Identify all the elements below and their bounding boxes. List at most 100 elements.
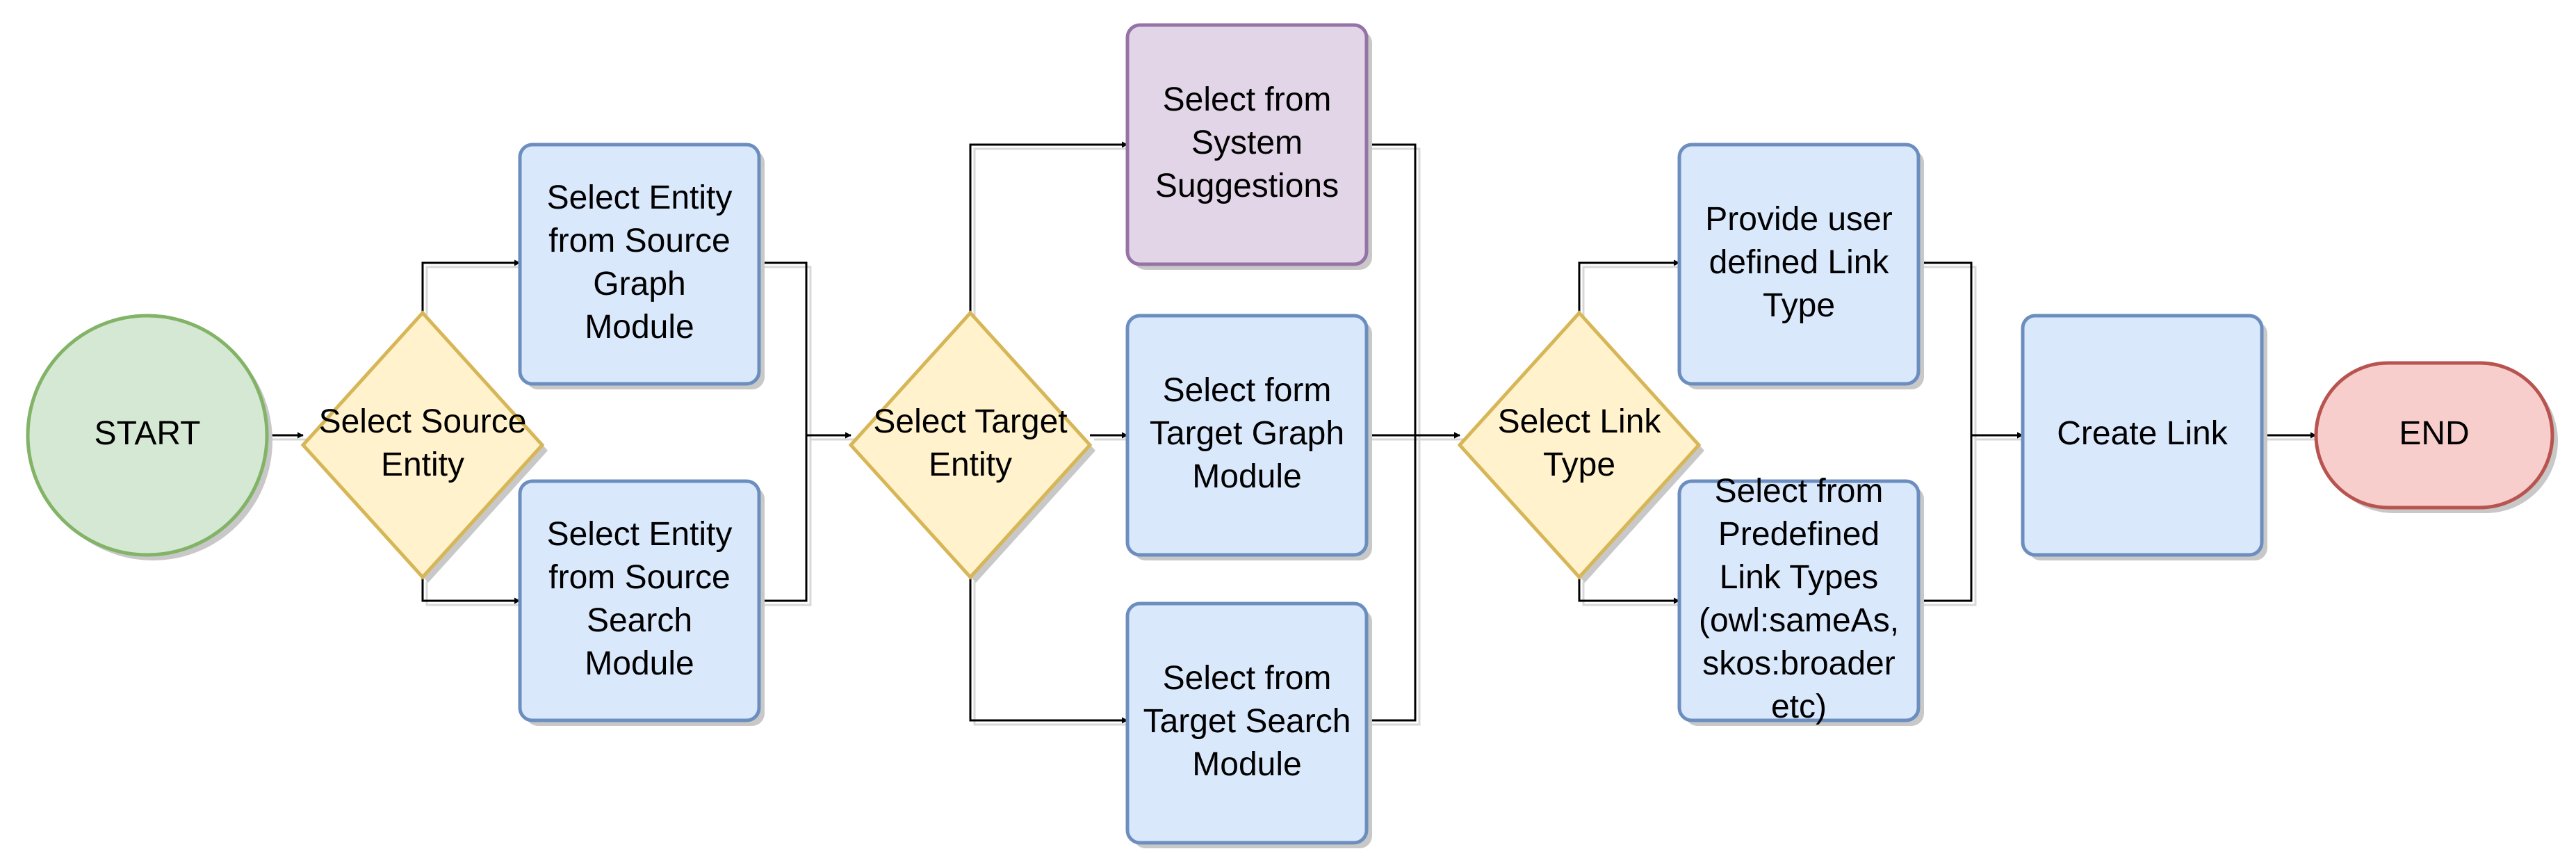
process-box xyxy=(518,479,761,722)
node-start[interactable]: START xyxy=(26,314,272,560)
edge-user_link-to-create_link xyxy=(1918,261,2023,439)
node-label-line: Select Source xyxy=(319,403,527,440)
edge-system_suggestions-to-select_link xyxy=(1367,143,1460,439)
node-end[interactable]: END xyxy=(2314,361,2558,513)
edge-shadow-select_source-to-source_search xyxy=(425,581,524,606)
node-label-line: Module xyxy=(1192,458,1301,495)
node-label-line: from Source xyxy=(548,559,730,596)
connectors xyxy=(267,141,2320,726)
process-box xyxy=(518,143,761,386)
node-label-line: Target Search xyxy=(1143,703,1351,740)
edge-shadow-system_suggestions-to-select_link xyxy=(1371,147,1464,441)
edge-predefined_link-to-create_link xyxy=(1918,432,2023,602)
node-label-line: (owl:sameAs, xyxy=(1699,602,1899,639)
node-create-link[interactable]: Create Link xyxy=(2021,314,2267,560)
process-box xyxy=(2021,314,2264,557)
node-label-line: System xyxy=(1191,124,1303,161)
edge-shadow-select_link-to-user_link xyxy=(1582,266,1684,317)
decision-diamond xyxy=(1457,310,1702,580)
node-label-line: Search xyxy=(587,602,692,639)
process-box xyxy=(1677,143,1921,386)
node-label-line: defined Link xyxy=(1709,244,1890,281)
node-label: END xyxy=(2399,415,2469,452)
edge-shadow-predefined_link-to-create_link xyxy=(1923,438,2027,606)
node-label-line: Select from xyxy=(1715,473,1884,510)
process-box xyxy=(1125,23,1369,266)
decision-diamond xyxy=(848,310,1093,580)
process-box xyxy=(1125,314,1369,557)
node-label-line: Module xyxy=(585,645,694,682)
node-label: START xyxy=(95,415,201,452)
edge-shadow-select_target-to-target_search xyxy=(973,581,1132,726)
node-label-line: skos:broader xyxy=(1702,645,1895,682)
edge-shadow-user_link-to-create_link xyxy=(1923,266,2027,441)
edge-shadow-select_target-to-system_suggestions xyxy=(973,147,1132,317)
node-label-line: etc) xyxy=(1771,688,1827,725)
process-box xyxy=(1125,601,1369,845)
edge-select_target-to-system_suggestions xyxy=(969,141,1128,313)
node-label: Create Link xyxy=(2057,415,2228,452)
node-label-line: Target Graph xyxy=(1150,415,1344,452)
edge-shadow-source_search-to-select_target xyxy=(763,438,855,606)
end-terminal xyxy=(2314,361,2554,510)
node-label-line: Module xyxy=(1192,746,1301,783)
node-label-line: START xyxy=(95,415,201,452)
node-label-line: Select Link xyxy=(1498,403,1662,440)
node-label-line: Entity xyxy=(381,446,464,483)
node-label-line: Select Entity xyxy=(547,179,733,216)
edge-select_target-to-target_search xyxy=(969,577,1128,724)
node-label-line: Select form xyxy=(1163,372,1332,409)
edge-source_search-to-select_target xyxy=(759,432,851,602)
node-label-line: Select from xyxy=(1163,81,1332,118)
edge-source_graph-to-select_target xyxy=(759,261,851,439)
node-label-line: Link Types xyxy=(1720,559,1879,596)
node-label-line: Select Entity xyxy=(547,516,733,553)
node-label-line: Predefined xyxy=(1718,516,1880,553)
edge-select_link-to-user_link xyxy=(1578,259,1680,313)
node-label-line: Select from xyxy=(1163,660,1332,697)
edge-shadow-select_source-to-source_graph xyxy=(425,266,524,317)
node-label-line: Type xyxy=(1543,446,1615,483)
process-box xyxy=(1677,479,1921,722)
edge-select_link-to-predefined_link xyxy=(1578,577,1680,604)
start-circle xyxy=(26,314,269,557)
node-label-line: from Source xyxy=(548,223,730,259)
node-label-line: Entity xyxy=(929,446,1012,483)
node-label-line: Suggestions xyxy=(1155,168,1339,204)
node-label-line: Type xyxy=(1763,287,1835,324)
edge-shadow-target_search-to-select_link xyxy=(1371,438,1464,726)
node-label-line: END xyxy=(2399,415,2469,452)
edge-shadow-select_link-to-predefined_link xyxy=(1582,581,1684,606)
node-label-line: Provide user xyxy=(1705,201,1892,238)
node-label-line: Create Link xyxy=(2057,415,2228,452)
node-label-line: Select Target xyxy=(873,403,1067,440)
node-label-line: Graph xyxy=(593,266,685,302)
node-label-line: Module xyxy=(585,309,694,346)
edge-select_source-to-source_graph xyxy=(421,259,521,313)
decision-diamond xyxy=(300,310,545,580)
edge-target_search-to-select_link xyxy=(1367,432,1460,722)
edge-shadow-source_graph-to-select_target xyxy=(763,266,855,441)
